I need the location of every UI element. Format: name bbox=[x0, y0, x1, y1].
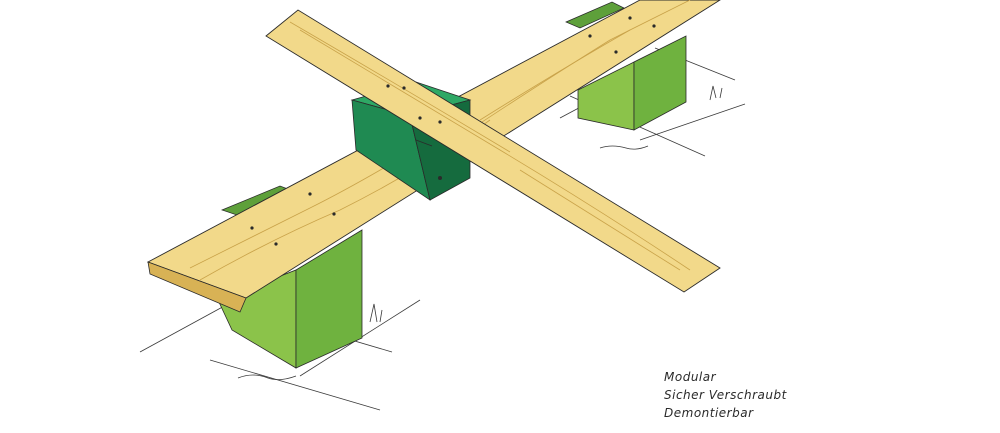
bracket-right bbox=[565, 1, 625, 29]
cross-plank bbox=[265, 9, 721, 293]
sketch-caption: Modular Sicher Verschraubt Demontierbar bbox=[664, 368, 864, 422]
grass-marks bbox=[237, 85, 723, 380]
caption-line-verschraubt: Sicher Verschraubt bbox=[664, 388, 787, 402]
caption-line-demontierbar: Demontierbar bbox=[664, 406, 754, 420]
leg-back-right bbox=[577, 35, 687, 131]
caption-line-modular: Modular bbox=[664, 370, 717, 384]
